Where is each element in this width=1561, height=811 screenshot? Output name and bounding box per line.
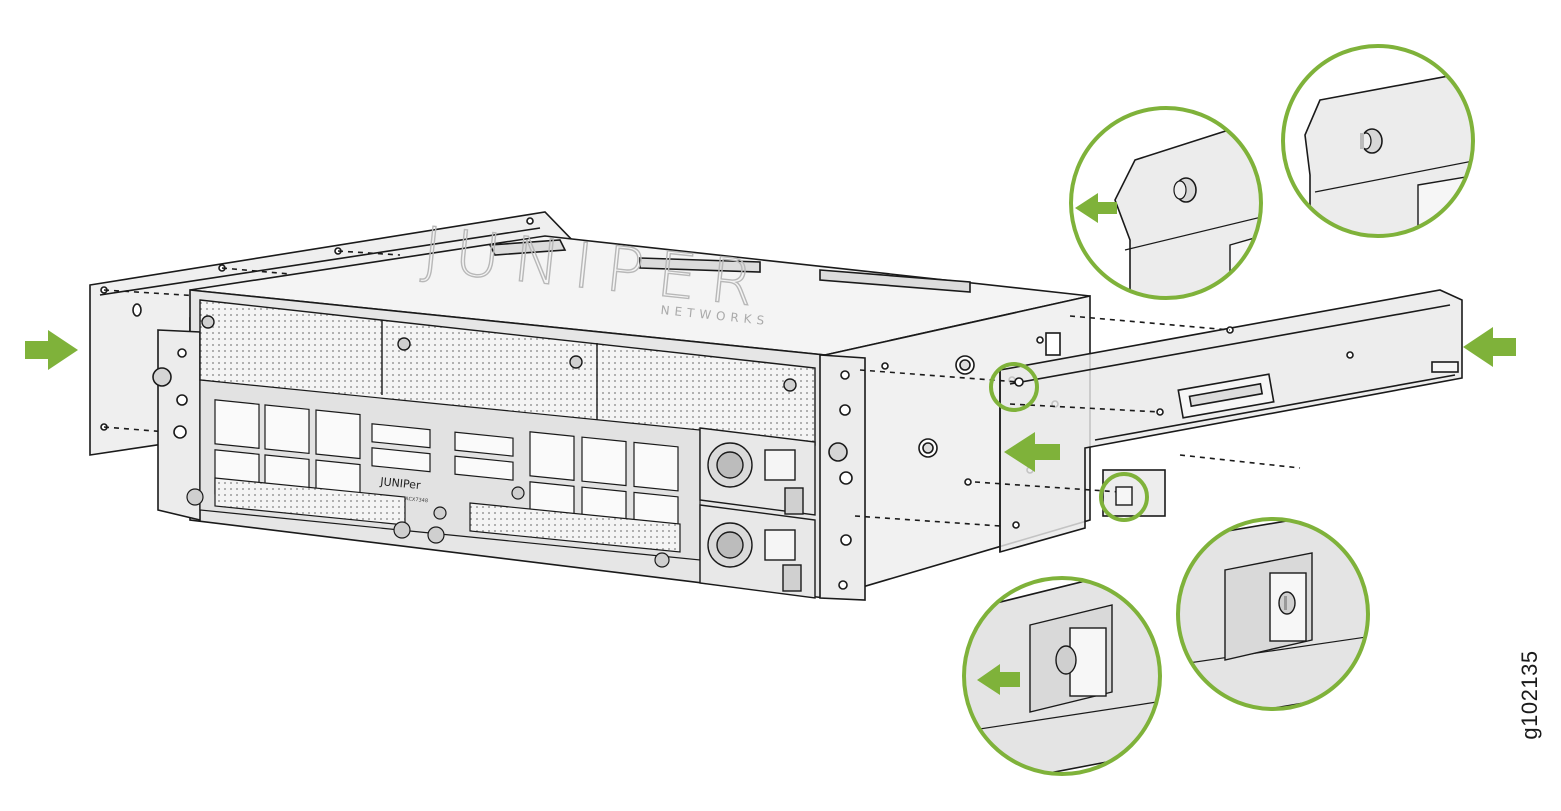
- latch-highlight: [989, 362, 1039, 412]
- release-tab-highlight: [1099, 472, 1149, 522]
- front-logo-text: JUNIPer: [379, 475, 422, 492]
- callout-latch-released: [1281, 44, 1475, 238]
- arrow-left-icon: [977, 664, 1020, 695]
- pin-icon: [1284, 596, 1287, 610]
- figure-id-label-wrap: g102135: [1500, 640, 1560, 750]
- arrow-right-icon: [25, 330, 78, 370]
- callout-latch-pull: [1069, 106, 1263, 300]
- callout-release-tab-released: [1176, 517, 1370, 711]
- callout-release-tab-pull: [962, 576, 1162, 776]
- arrow-left-icon: [1463, 327, 1516, 367]
- port-panel: JUNIPer ACX7348: [186, 379, 701, 568]
- model-text: ACX7348: [405, 496, 428, 504]
- pin-icon: [1360, 133, 1364, 149]
- power-supplies: [699, 427, 816, 599]
- arrow-left-icon: [1075, 193, 1117, 223]
- front-mounting-ears: [152, 329, 866, 601]
- figure-id-label: g102135: [1517, 650, 1542, 740]
- arrow-left-icon: [1004, 432, 1060, 472]
